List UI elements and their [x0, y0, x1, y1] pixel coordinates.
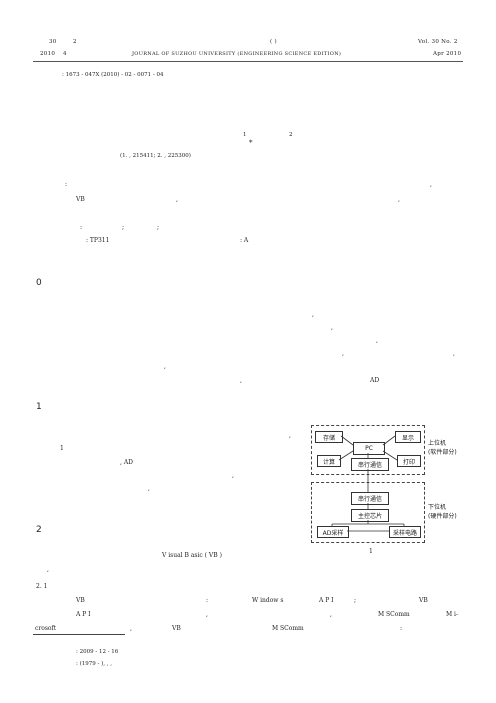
header-month: 4	[63, 51, 67, 57]
abstract-vb: VB	[76, 196, 85, 203]
header-paren: ( )	[270, 39, 277, 45]
abstract-comma-mid: ,	[176, 196, 178, 203]
author-mark-2: 2	[289, 132, 293, 138]
s21-comma: ,	[206, 611, 208, 618]
s21-colon-2: :	[400, 625, 403, 632]
section-0-mark: ,	[376, 337, 378, 344]
section-0-mark: ,	[331, 324, 333, 331]
section-0-ad: AD	[370, 377, 380, 384]
s21-mscomm: M SComm	[378, 611, 410, 618]
s21-mi: M i-	[446, 611, 458, 618]
s21-colon: :	[206, 597, 209, 604]
upper-serial-block: 串行通信	[351, 458, 389, 471]
keywords-semicolon-1: ;	[122, 224, 125, 231]
abstract-comma-end: ,	[398, 196, 400, 203]
pc-block: PC	[353, 442, 385, 455]
keywords-semicolon-2: ;	[157, 224, 160, 231]
section-0-mark: ,	[453, 350, 455, 357]
system-block-diagram: 存储 显示 PC 计算 串行通信 打印 上位机 (软件部分) 串行通信 主控芯片…	[311, 425, 475, 543]
section-2-vb: V isual B asic ( VB )	[162, 552, 222, 559]
author-mark-1: 1	[243, 132, 247, 138]
s21-mscomm-2: M SComm	[272, 625, 304, 632]
section-1-fig-ref: 1	[60, 445, 64, 452]
header-year: 2010	[40, 51, 56, 57]
s21-crosoft: crosoft	[35, 625, 57, 632]
header-issue: 2	[73, 39, 77, 45]
section-1-heading: 1	[36, 402, 42, 412]
upper-computer-label: 上位机 (软件部分)	[428, 440, 457, 456]
diagram-connectors	[331, 435, 405, 532]
author-info: : (1979 - ), , ,	[76, 661, 112, 667]
clc-number: : TP311	[86, 237, 110, 244]
lower-serial-block: 串行通信	[351, 492, 389, 505]
s21-comma-3: ,	[130, 625, 132, 632]
section-1-ad: , AD	[120, 459, 133, 466]
header-vol-right: Vol. 30 No. 2	[418, 39, 458, 45]
s21-windows: W indow s	[252, 597, 284, 604]
header-rule	[33, 61, 463, 62]
section-1-comma: ,	[148, 485, 150, 492]
abstract-comma-right: ,	[430, 181, 432, 188]
section-2-heading: 2	[36, 525, 42, 535]
s21-api-2: A P I	[76, 611, 91, 618]
lower-computer-label: 下位机 (硬件部分)	[428, 504, 457, 520]
section-0-mark: ,	[164, 363, 166, 370]
section-0-heading: 0	[36, 278, 42, 288]
calc-block: 计算	[317, 455, 341, 467]
s21-comma-2: ,	[330, 611, 332, 618]
s21-vb3: VB	[172, 625, 181, 632]
s21-vb2: VB	[419, 597, 428, 604]
section-2-comma: ,	[47, 566, 49, 573]
abstract-colon: :	[65, 181, 68, 188]
s21-api: A P I	[319, 597, 334, 604]
storage-block: 存储	[315, 431, 343, 443]
section-0-mark: ,	[342, 350, 344, 357]
ad-sampling-block: AD采样	[317, 526, 349, 538]
header-journal: JOURNAL OF SUZHOU UNIVERSITY (ENGINEERIN…	[132, 51, 342, 57]
display-block: 显示	[395, 431, 421, 443]
sampling-circuit-block: 采样电路	[389, 526, 421, 538]
section-1-comma: ,	[232, 472, 234, 479]
affiliation: (1. , 215411; 2. , 225300)	[120, 153, 191, 159]
section-2-1-heading: 2. 1	[36, 583, 48, 590]
header-volume: 30	[49, 39, 57, 45]
section-0-mark: ,	[312, 311, 314, 318]
author-mark-star: *	[249, 139, 253, 147]
received-date: : 2009 - 12 - 16	[76, 649, 119, 655]
document-code: : A	[240, 237, 249, 244]
s21-vb: VB	[76, 597, 85, 604]
header-date-right: Apr 2010	[433, 51, 462, 57]
section-0-mark: ,	[240, 377, 242, 384]
print-block: 打印	[397, 455, 421, 467]
article-number: : 1673 - 047X (2010) - 02 - 0071 - 04	[62, 72, 164, 78]
keywords-colon: :	[80, 224, 83, 231]
mcu-block: 主控芯片	[351, 509, 389, 522]
footnote-rule	[33, 634, 125, 635]
section-1-comma: ,	[289, 432, 291, 439]
s21-semicolon: ;	[354, 597, 357, 604]
figure-caption-number: 1	[369, 548, 373, 555]
